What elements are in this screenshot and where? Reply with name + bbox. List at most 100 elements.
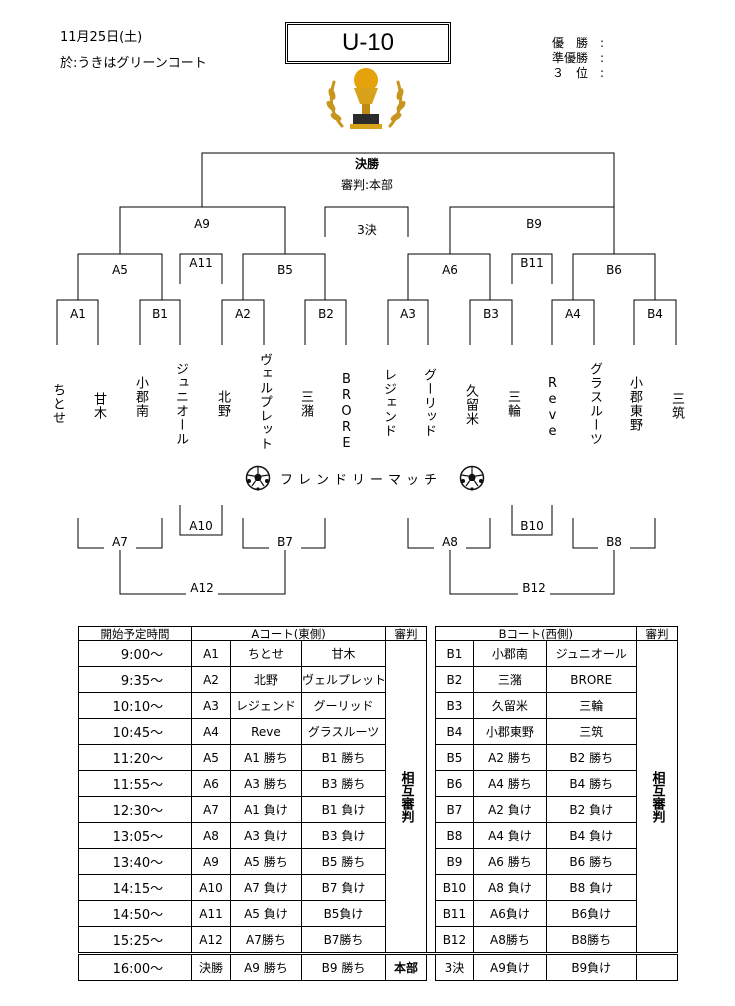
node-B1: B1 — [152, 307, 168, 321]
match-time: 10:10～ — [77, 692, 193, 719]
court-b-away-team: B8 負け — [545, 874, 638, 901]
court-a-away-team: B7 負け — [300, 874, 387, 901]
court-a-match-id: A9 — [191, 848, 231, 875]
node-A4: A4 — [565, 307, 581, 321]
node-B6: B6 — [606, 263, 622, 277]
court-a-match-id: A8 — [191, 822, 231, 849]
node-B9: B9 — [526, 217, 542, 231]
court-b-home-team: 三潴 — [473, 666, 547, 693]
court-a-match-id: A12 — [191, 926, 231, 954]
tournament-bracket: 決勝 審判:本部 3決 A9 B9 A5 A11 B5 A6 B11 B6 A1… — [56, 152, 677, 596]
results-list: 優 勝 : 準優勝 : ３ 位 : — [552, 36, 604, 81]
team-name: Reve — [545, 376, 560, 440]
court-b-home-team: A4 負け — [473, 822, 547, 849]
court-b-home-team: A9負け — [473, 952, 547, 981]
table-header-row: 開始予定時間 Aコート(東側) 審判 Bコート(西側) 審判 — [77, 626, 678, 641]
court-a-match-id: A7 — [191, 796, 231, 823]
court-b-match-id: B7 — [434, 796, 475, 823]
node-B5: B5 — [277, 263, 293, 277]
node-B2: B2 — [318, 307, 334, 321]
court-b-home-team: 小郡東野 — [473, 718, 547, 745]
court-a-away-team: 甘木 — [300, 640, 387, 667]
court-b-home-team: A8 負け — [473, 874, 547, 901]
node-A2: A2 — [235, 307, 251, 321]
soccer-ball-icon — [459, 465, 485, 491]
court-b-match-id: 3決 — [434, 952, 475, 981]
court-b-match-id: B3 — [434, 692, 475, 719]
match-time: 12:30～ — [77, 796, 193, 823]
soccer-ball-icon — [245, 465, 271, 491]
court-b-match-id: B8 — [434, 822, 475, 849]
court-b-away-team: 三筑 — [545, 718, 638, 745]
node-B8: B8 — [606, 535, 622, 549]
match-time: 14:50～ — [77, 900, 193, 927]
team-name: グーリッド — [421, 368, 436, 438]
court-b-away-team: 三輪 — [545, 692, 638, 719]
court-a-away-team: B1 勝ち — [300, 744, 387, 771]
team-name: 甘木 — [91, 392, 106, 420]
court-a-match-id: A1 — [191, 640, 231, 667]
match-time: 16:00～ — [77, 952, 193, 981]
court-a-away-team: B9 勝ち — [300, 952, 387, 981]
court-b-home-team: 久留米 — [473, 692, 547, 719]
match-time: 11:20～ — [77, 744, 193, 771]
court-b-away-team: B9負け — [545, 952, 638, 981]
court-a-match-id: A4 — [191, 718, 231, 745]
court-b-match-id: B11 — [434, 900, 475, 927]
event-date: 11月25日(土) — [60, 30, 143, 45]
mutual-referee-label: 相互審判 — [398, 770, 414, 823]
court-a-match-id: A10 — [191, 874, 231, 901]
court-b-match-id: B4 — [434, 718, 475, 745]
match-time: 13:40～ — [77, 848, 193, 875]
node-A10: A10 — [189, 519, 212, 533]
header-ref-a: 審判 — [385, 626, 427, 641]
court-b-home-team: A2 勝ち — [473, 744, 547, 771]
team-name: 北野 — [215, 390, 230, 418]
court-b-home-team: A2 負け — [473, 796, 547, 823]
node-A9: A9 — [194, 217, 210, 231]
court-a-referee: 相互審判 — [385, 640, 427, 954]
court-a-home-team: A7勝ち — [229, 926, 302, 954]
match-time: 9:00～ — [77, 640, 193, 667]
header-time: 開始予定時間 — [77, 626, 193, 641]
third-place-label: 3決 — [357, 223, 377, 237]
node-B12: B12 — [522, 581, 546, 595]
team-name: ジュニオール — [173, 362, 188, 446]
court-a-home-team: ちとせ — [229, 640, 302, 667]
event-venue: 於:うきはグリーンコート — [60, 56, 207, 71]
trophy-icon — [326, 68, 406, 129]
court-b-home-team: A8勝ち — [473, 926, 547, 954]
final-referee: 本部 — [385, 952, 427, 981]
court-b-home-team: A6負け — [473, 900, 547, 927]
court-b-away-team: B4 勝ち — [545, 770, 638, 797]
node-A7: A7 — [112, 535, 128, 549]
match-time: 13:05～ — [77, 822, 193, 849]
team-name: 小郡南 — [133, 376, 148, 418]
court-b-away-team: B6 勝ち — [545, 848, 638, 875]
court-b-match-id: B9 — [434, 848, 475, 875]
team-name: 久留米 — [463, 384, 478, 426]
court-b-away-team: BRORE — [545, 666, 638, 693]
court-b-away-team: ジュニオール — [545, 640, 638, 667]
friendly-match-label: フレンドリーマッチ — [280, 473, 443, 488]
court-a-match-id: A5 — [191, 744, 231, 771]
court-a-home-team: A7 負け — [229, 874, 302, 901]
final-ref: 審判:本部 — [341, 177, 393, 192]
team-name: 三潴 — [298, 390, 313, 418]
court-a-away-team: ヴェルプレット — [300, 666, 387, 693]
court-b-match-id: B10 — [434, 874, 475, 901]
court-a-home-team: A1 勝ち — [229, 744, 302, 771]
court-a-match-id: A11 — [191, 900, 231, 927]
match-time: 10:45～ — [77, 718, 193, 745]
